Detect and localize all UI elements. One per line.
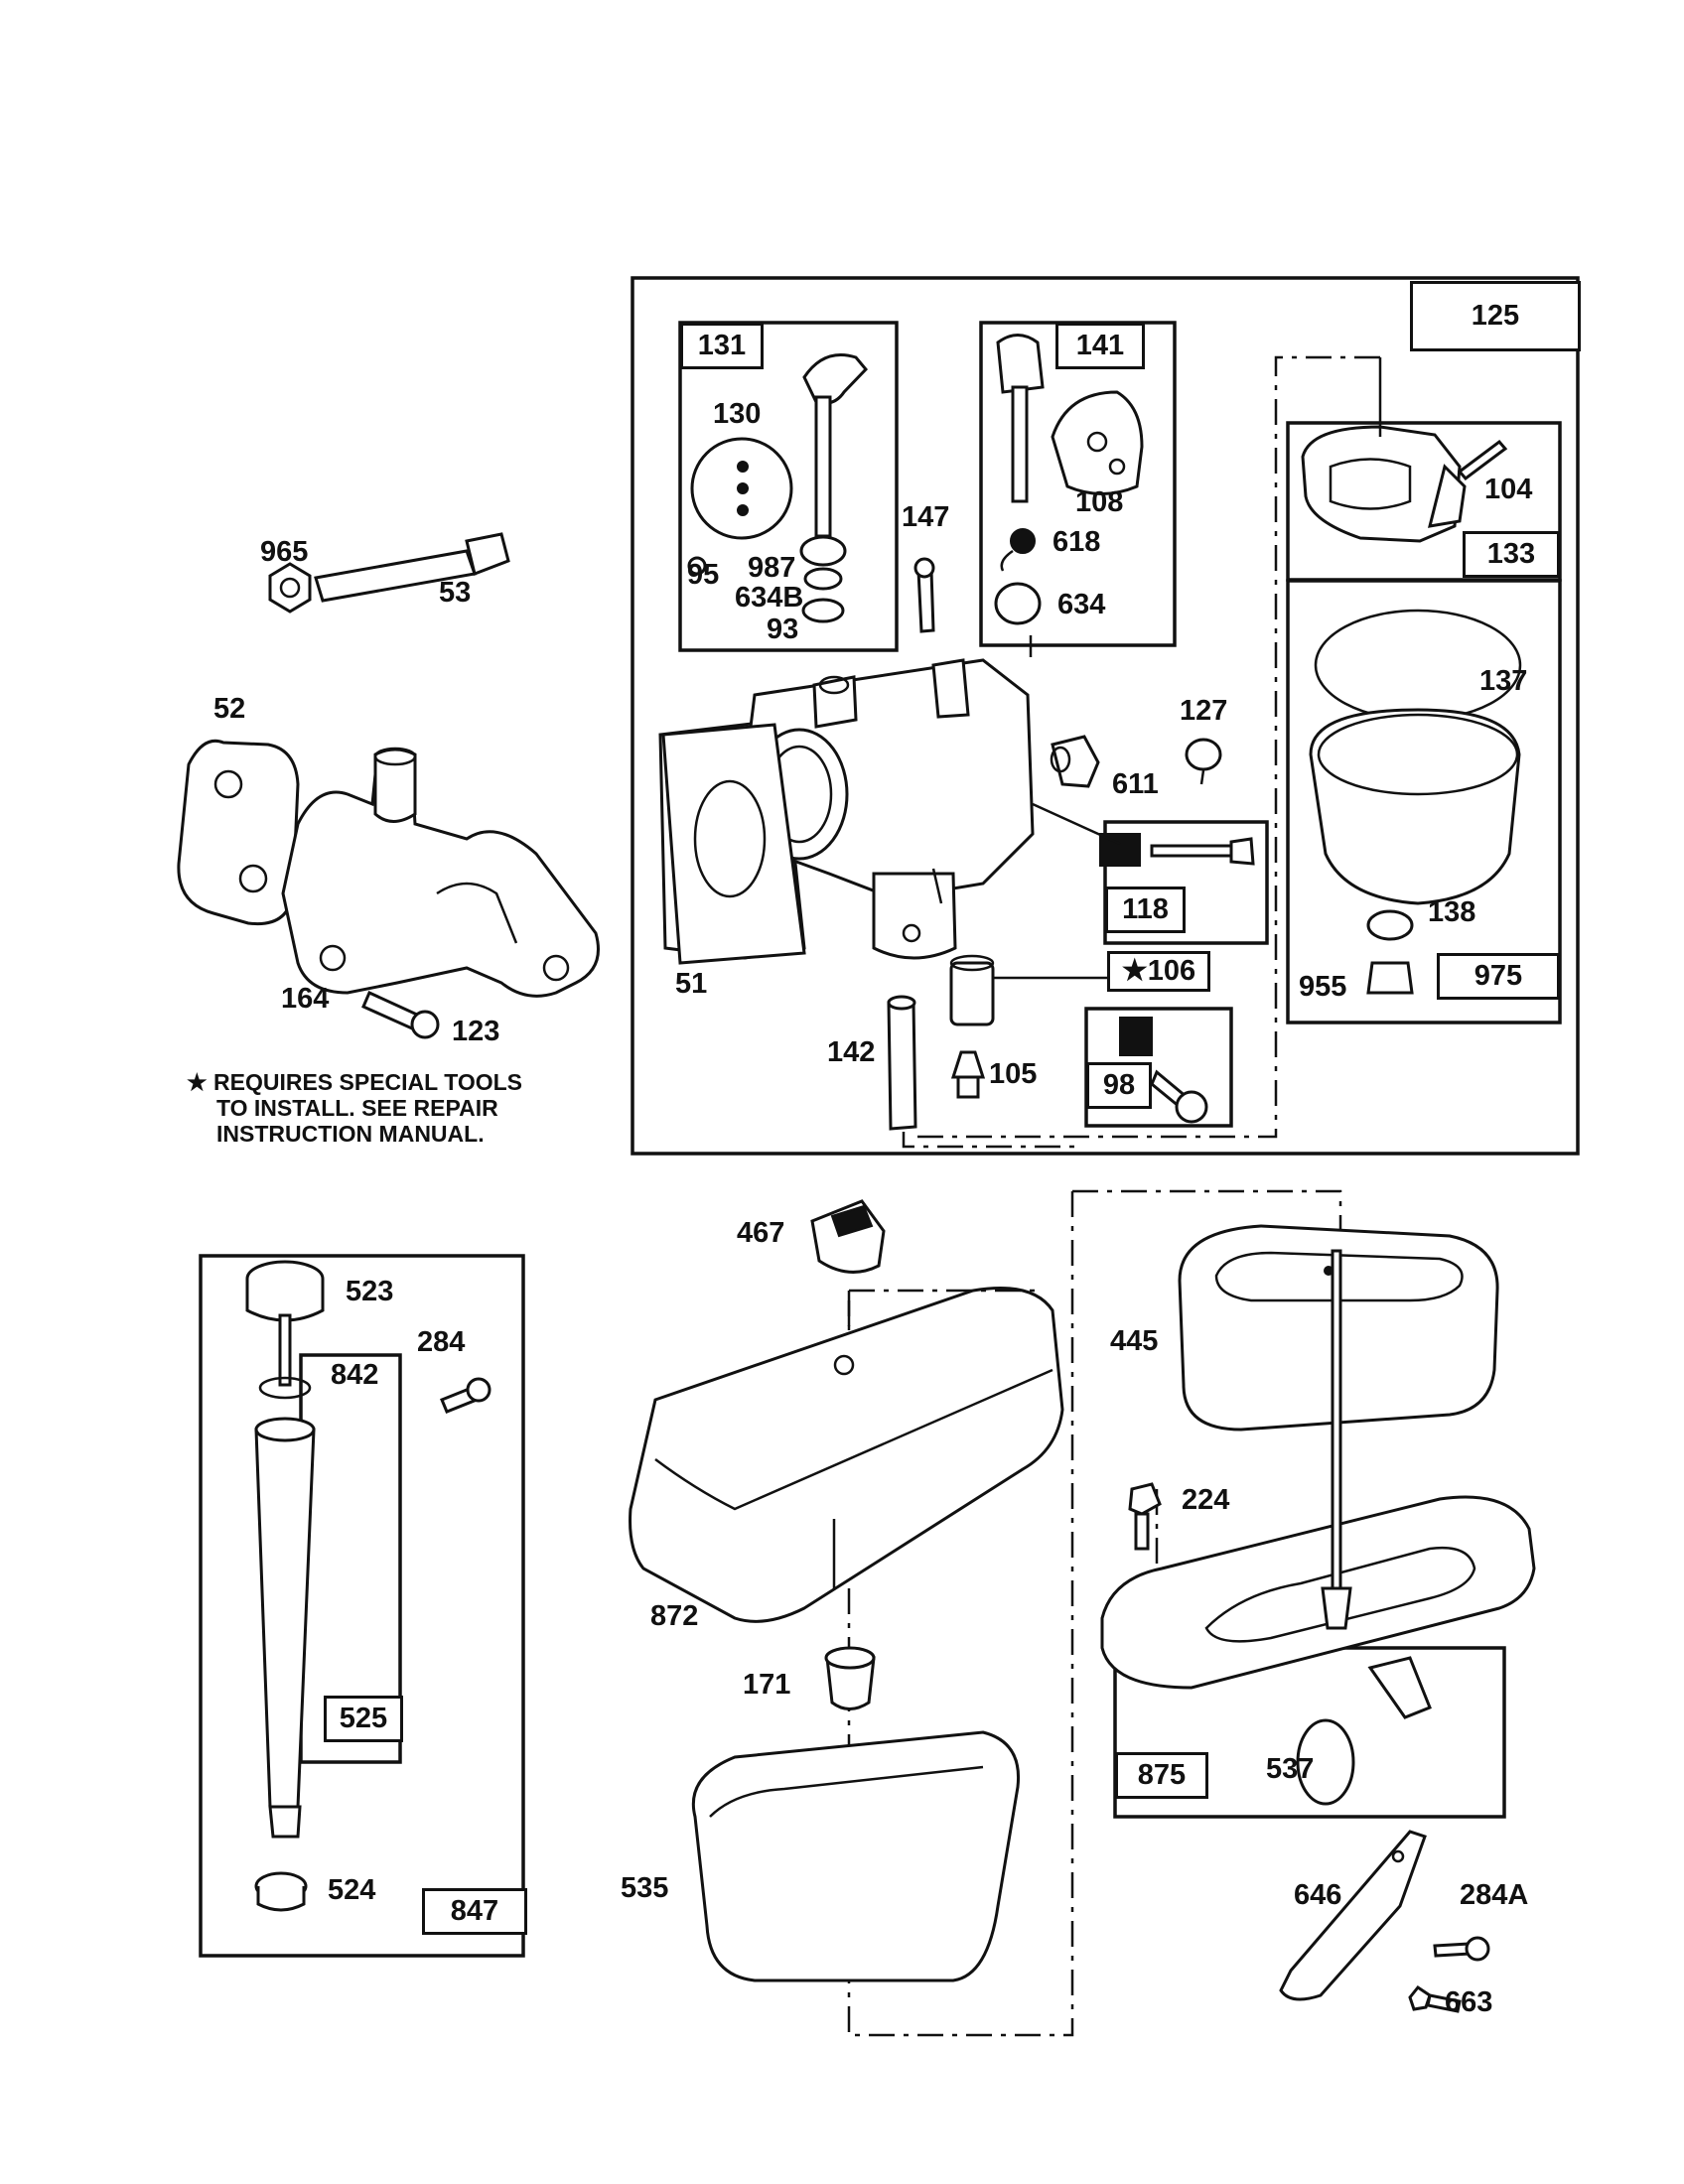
label-618: 618 [1052, 526, 1101, 558]
label-872: 872 [650, 1600, 699, 1632]
label-125: 125 [1410, 281, 1581, 351]
label-634: 634 [1057, 589, 1106, 620]
main-jet-screw-part [1119, 1017, 1208, 1124]
label-53: 53 [439, 577, 472, 609]
label-611: 611 [1112, 768, 1159, 800]
label-525: 525 [324, 1696, 403, 1742]
label-875: 875 [1115, 1752, 1208, 1799]
label-524: 524 [328, 1874, 376, 1906]
label-663: 663 [1445, 1986, 1493, 2018]
base-bolt-part [1128, 1482, 1162, 1551]
label-445: 445 [1110, 1325, 1159, 1357]
special-tools-note-line1: ★ REQUIRES SPECIAL TOOLS [187, 1069, 522, 1095]
label-164: 164 [281, 983, 330, 1015]
label-138: 138 [1428, 896, 1476, 928]
label-284: 284 [417, 1326, 466, 1358]
label-842: 842 [331, 1359, 379, 1391]
air-cleaner-cover-part [629, 1287, 1064, 1623]
label-535: 535 [621, 1872, 669, 1904]
label-123: 123 [452, 1016, 500, 1047]
label-284a: 284A [1460, 1879, 1529, 1911]
label-142: 142 [827, 1036, 876, 1068]
label-975: 975 [1437, 953, 1560, 1000]
fuel-bowl-part [1309, 609, 1522, 995]
leader-lines [849, 357, 1382, 1293]
label-98: 98 [1086, 1062, 1152, 1109]
seat-and-needle-part [887, 954, 995, 1131]
air-cleaner-base-part [1100, 1249, 1536, 1719]
label-133: 133 [1463, 531, 1560, 578]
label-118: 118 [1105, 887, 1186, 933]
label-137: 137 [1479, 665, 1528, 697]
bracket-part [1279, 1830, 1427, 2001]
label-147: 147 [902, 501, 950, 533]
screw-part [361, 990, 440, 1039]
throttle-shaft-part [687, 353, 869, 623]
clamp-part [1301, 425, 1508, 543]
label-634b: 634B [735, 582, 804, 614]
label-171: 171 [743, 1669, 791, 1701]
label-108: 108 [1075, 486, 1124, 518]
label-104: 104 [1484, 474, 1533, 505]
label-105: 105 [989, 1058, 1038, 1090]
knob-part [810, 1199, 886, 1340]
pre-cleaner-part [691, 1730, 1021, 1982]
label-847: 847 [422, 1888, 527, 1935]
mixture-screw-part [1099, 833, 1255, 867]
carburetor-group-frame [631, 276, 1580, 1156]
idle-screw-part [913, 557, 935, 633]
carburetor-gasket-part [661, 723, 806, 965]
label-955: 955 [1299, 971, 1347, 1003]
fuel-pipe-part [268, 532, 510, 614]
intake-manifold-part [281, 747, 600, 998]
label-52: 52 [213, 693, 246, 725]
label-127: 127 [1180, 695, 1228, 727]
gasket-part [177, 739, 300, 926]
label-646: 646 [1294, 1879, 1342, 1911]
bracket-screws-part [1408, 1936, 1490, 2013]
dipstick-screw-part [440, 1377, 491, 1414]
label-965: 965 [260, 536, 309, 568]
label-106: ★106 [1107, 951, 1210, 992]
special-tools-note-line3: INSTRUCTION MANUAL. [216, 1121, 485, 1147]
label-141: 141 [1055, 323, 1145, 369]
label-467: 467 [737, 1217, 785, 1249]
cover-nut-part [824, 1646, 876, 1710]
special-tools-note-line2: TO INSTALL. SEE REPAIR [216, 1095, 498, 1121]
label-93: 93 [767, 614, 799, 645]
label-224: 224 [1182, 1484, 1230, 1516]
dipstick-part [245, 1260, 325, 1912]
elbow-fitting-part [1050, 735, 1100, 788]
choke-shaft-part [994, 334, 1144, 625]
washer-part [1185, 738, 1222, 771]
label-130: 130 [713, 398, 762, 430]
label-131: 131 [680, 323, 764, 369]
base-gasket-part [1296, 1718, 1355, 1806]
label-51: 51 [675, 968, 708, 1000]
label-987: 987 [748, 552, 796, 584]
label-537: 537 [1266, 1753, 1315, 1785]
label-95: 95 [687, 559, 720, 591]
label-523: 523 [346, 1276, 394, 1307]
